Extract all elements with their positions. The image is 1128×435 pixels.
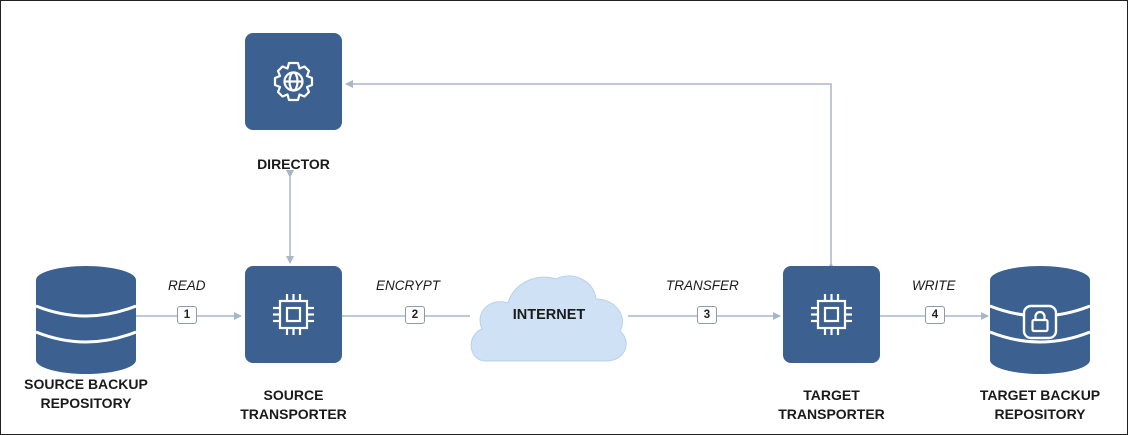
source-transporter-label: SOURCE TRANSPORTER [218, 386, 369, 424]
director-node [245, 33, 342, 130]
gear-globe-icon [273, 61, 314, 102]
target-transporter-label: TARGET TRANSPORTER [756, 386, 907, 424]
step-encrypt-label: ENCRYPT [376, 278, 441, 293]
step-4-badge: 4 [925, 306, 945, 324]
target-repo-lock-database-icon [990, 266, 1090, 374]
internet-cloud-icon [470, 275, 627, 362]
internet-label: INTERNET [512, 307, 586, 323]
source-repo-label-line1: SOURCE BACKUP [24, 376, 148, 392]
step-read-label: READ [168, 278, 206, 293]
director-label: DIRECTOR [257, 156, 330, 172]
cpu-chip-icon [811, 294, 852, 335]
target-transporter-label-line2: TRANSPORTER [778, 406, 885, 422]
step-1-badge: 1 [177, 306, 197, 324]
target-repo-label: TARGET BACKUP REPOSITORY [957, 386, 1123, 424]
target-repo-label-line1: TARGET BACKUP [979, 387, 1101, 403]
source-transporter-node [245, 266, 342, 363]
target-transporter-node [783, 266, 880, 363]
target-repo-label-line2: REPOSITORY [994, 406, 1086, 422]
source-transporter-label-line2: TRANSPORTER [240, 406, 347, 422]
step-write-label: WRITE [912, 278, 956, 293]
cpu-chip-icon [273, 294, 314, 335]
source-repo-database-icon [36, 266, 136, 374]
source-repo-label-line2: REPOSITORY [40, 395, 132, 411]
director-target-link [345, 80, 835, 270]
step-transfer-label: TRANSFER [666, 278, 739, 293]
step-2-badge: 2 [405, 306, 425, 324]
step-3-badge: 3 [697, 306, 717, 324]
source-transporter-label-line1: SOURCE [263, 387, 324, 403]
target-transporter-label-line1: TARGET [803, 387, 860, 403]
source-repo-label: SOURCE BACKUP REPOSITORY [0, 375, 172, 413]
